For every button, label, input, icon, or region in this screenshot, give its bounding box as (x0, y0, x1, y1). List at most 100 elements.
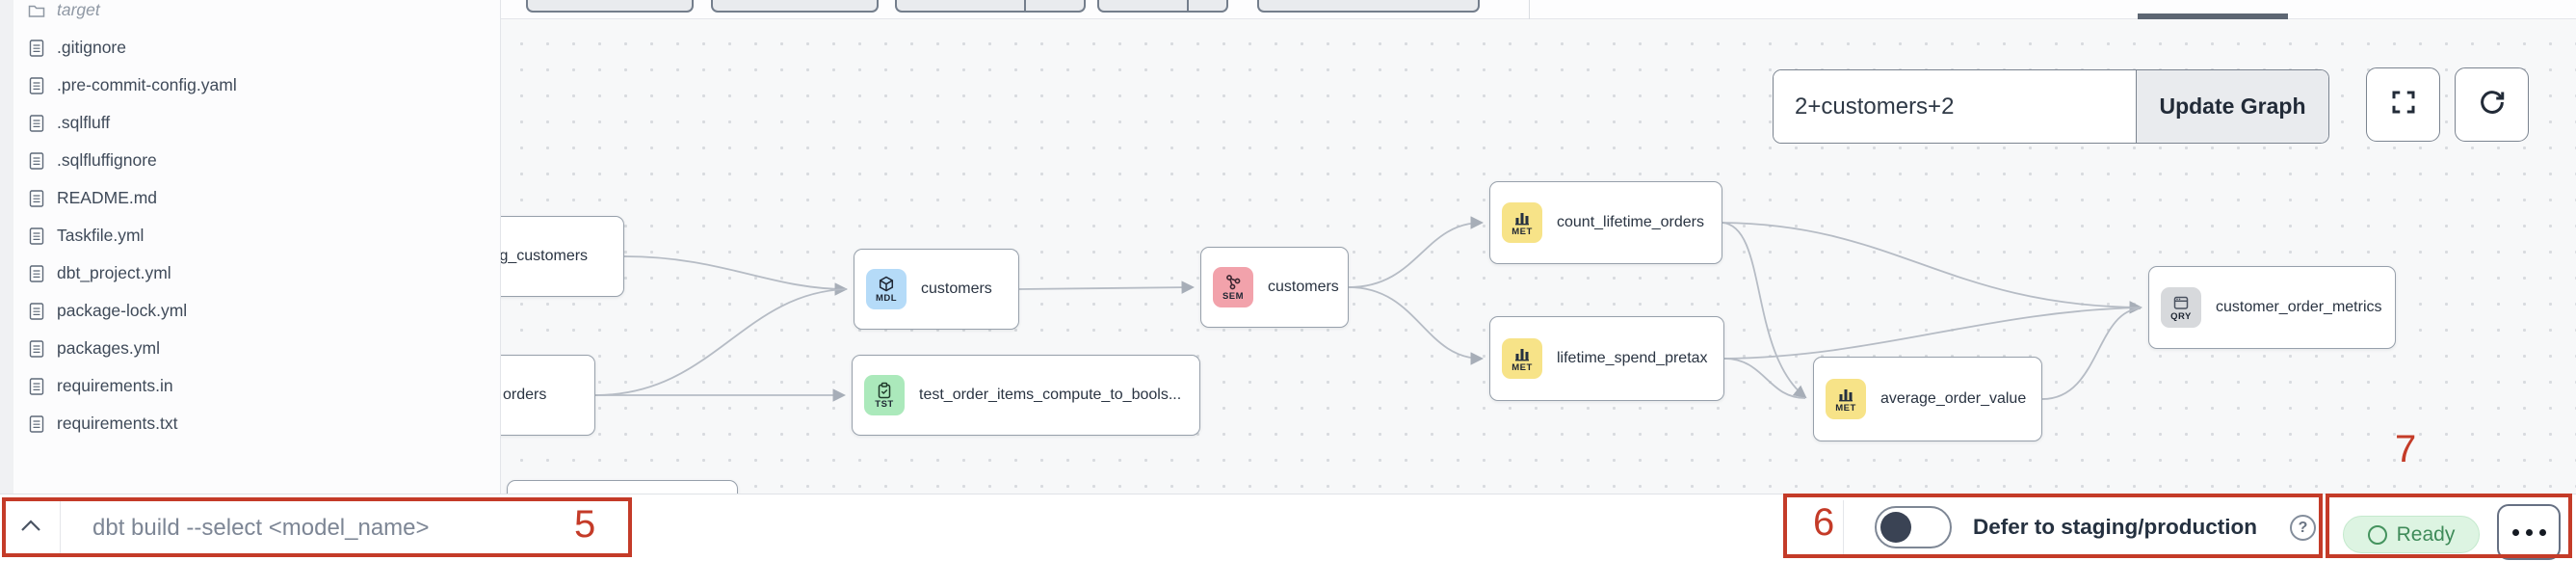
file-name: packages.yml (57, 338, 160, 358)
node-label: customers (1268, 279, 1339, 295)
status-badge[interactable]: Ready (2343, 516, 2480, 553)
lineage-node-clipped-node[interactable] (507, 480, 738, 494)
lineage-canvas[interactable]: MDLstg_customersMDLorders MDL customersTST… (501, 19, 2576, 494)
fullscreen-button[interactable] (2366, 67, 2440, 142)
document-icon (27, 39, 46, 58)
node-label: customer_order_metrics (2216, 299, 2382, 315)
chevron-up-icon (18, 517, 43, 541)
document-icon (27, 302, 46, 321)
lineage-edge (1722, 222, 2143, 314)
node-label: stg_customers (501, 248, 589, 264)
node-label: orders (503, 387, 547, 403)
chart-icon: MET (1502, 338, 1542, 379)
command-input[interactable]: dbt build --select <model_name> (92, 515, 430, 541)
file-name: .sqlfluffignore (57, 150, 157, 170)
clipped-toolbar-button[interactable] (711, 0, 879, 13)
lineage-node-stg_customers[interactable]: MDLstg_customers (501, 216, 624, 297)
file-name: requirements.in (57, 376, 173, 395)
file-name: requirements.txt (57, 414, 178, 433)
clipped-toolbar-button[interactable] (526, 0, 694, 13)
file-item--pre-commit-config-yaml[interactable]: .pre-commit-config.yaml (0, 67, 500, 104)
file-item-taskfile-yml[interactable]: Taskfile.yml (0, 217, 500, 254)
lineage-edge (1348, 286, 1485, 365)
chart-icon: MET (1826, 379, 1866, 419)
more-options-button[interactable] (2497, 504, 2561, 560)
folder-icon (27, 1, 46, 20)
defer-label: Defer to staging/production (1973, 515, 2257, 539)
file-name: .sqlfluff (57, 113, 111, 132)
file-name: .pre-commit-config.yaml (57, 75, 237, 94)
clipped-toolbar-button[interactable] (1097, 0, 1228, 13)
lineage-node-customer_order_metrics[interactable]: QRY customer_order_metrics (2148, 266, 2396, 349)
ellipsis-icon (2511, 528, 2546, 536)
lineage-node-count_lifetime_orders[interactable]: MET count_lifetime_orders (1489, 181, 1722, 264)
node-label: average_order_value (1880, 390, 2027, 407)
lineage-edge (623, 255, 849, 296)
clipboard-icon: TST (864, 375, 905, 415)
file-name: package-lock.yml (57, 301, 188, 320)
collapse-panel-button[interactable] (10, 508, 52, 548)
document-icon (27, 227, 46, 246)
lineage-edge (1348, 216, 1485, 288)
file-item-readme-md[interactable]: README.md (0, 179, 500, 217)
file-list: target .gitignore .pre-commit-config.yaml.… (0, 0, 500, 442)
document-icon (27, 377, 46, 396)
sidebar-gutter (0, 0, 13, 494)
document-icon (27, 264, 46, 283)
file-item-package-lock-yml[interactable]: package-lock.yml (0, 292, 500, 330)
document-icon (27, 414, 46, 434)
file-explorer: target .gitignore .pre-commit-config.yaml.… (0, 0, 501, 494)
refresh-icon (2478, 88, 2507, 121)
file-name: Taskfile.yml (57, 226, 145, 245)
pane-divider (1529, 0, 1530, 19)
file-item-target[interactable]: target (0, 0, 500, 29)
lineage-edge (1723, 358, 1806, 399)
node-label: lifetime_spend_pretax (1557, 350, 1708, 366)
lineage-node-lifetime_spend_pretax[interactable]: MET lifetime_spend_pretax (1489, 316, 1724, 401)
fullscreen-icon (2389, 88, 2418, 121)
file-item--sqlfluff[interactable]: .sqlfluff (0, 104, 500, 142)
lineage-node-average_order_value[interactable]: MET average_order_value (1813, 357, 2042, 441)
browser-icon: QRY (2161, 287, 2201, 328)
file-item-requirements-in[interactable]: requirements.in (0, 367, 500, 405)
bar-divider (60, 500, 61, 556)
node-label: count_lifetime_orders (1557, 214, 1704, 230)
file-item--sqlfluffignore[interactable]: .sqlfluffignore (0, 142, 500, 179)
lineage-node-customers-model[interactable]: MDL customers (854, 249, 1019, 330)
graph-selector: 2+customers+2 Update Graph (1773, 69, 2329, 144)
file-item-dbt-project-yml[interactable]: dbt_project.yml (0, 254, 500, 292)
file-item-requirements-txt[interactable]: requirements.txt (0, 405, 500, 442)
clipped-toolbar-button[interactable] (895, 0, 1086, 13)
toggle-knob (1880, 512, 1911, 543)
refresh-button[interactable] (2455, 67, 2529, 142)
document-icon (27, 114, 46, 133)
node-label: customers (921, 280, 992, 297)
file-item--gitignore[interactable]: .gitignore (0, 29, 500, 67)
file-name: dbt_project.yml (57, 263, 171, 282)
update-graph-button[interactable]: Update Graph (2136, 70, 2328, 143)
lineage-edge (1722, 222, 1807, 399)
status-text: Ready (2396, 522, 2456, 546)
defer-toggle[interactable] (1875, 506, 1952, 548)
file-item-packages-yml[interactable]: packages.yml (0, 330, 500, 367)
clipped-toolbar-button[interactable] (1257, 0, 1480, 13)
selector-input[interactable]: 2+customers+2 (1774, 70, 2136, 143)
clipped-button-divider (1024, 0, 1026, 13)
cube-icon: MDL (866, 269, 907, 309)
top-toolbar-strip (501, 0, 2576, 19)
lineage-edge (1723, 307, 2142, 360)
file-name: target (57, 0, 100, 19)
lineage-edge (1018, 280, 1196, 294)
help-icon[interactable]: ? (2290, 515, 2316, 541)
lineage-node-orders[interactable]: MDLorders (501, 355, 595, 436)
bar-divider (1843, 500, 1844, 556)
chart-icon: MET (1502, 202, 1542, 243)
file-name: .gitignore (57, 38, 126, 57)
document-icon (27, 339, 46, 359)
bottom-command-bar: dbt build --select <model_name> (0, 494, 2576, 561)
file-name: README.md (57, 188, 158, 207)
status-circle-icon (2367, 524, 2387, 545)
